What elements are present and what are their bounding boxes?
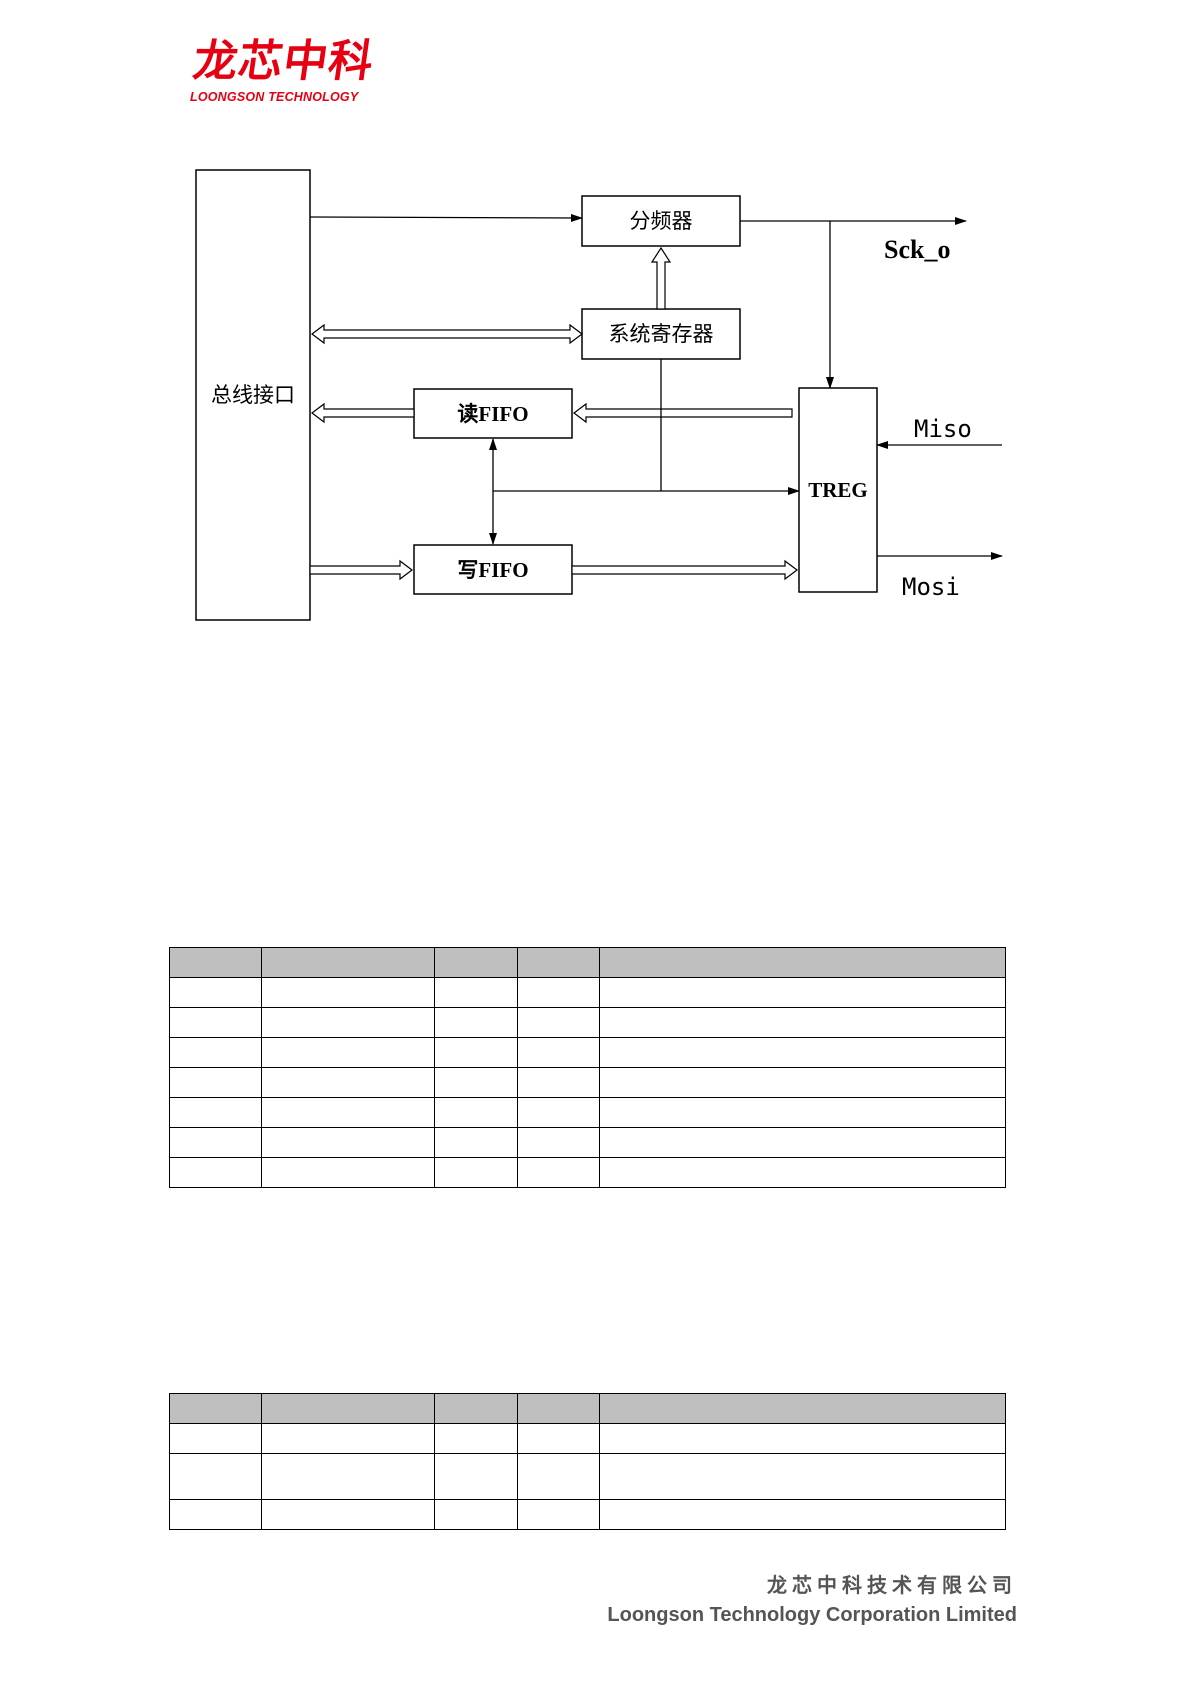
table-header-row [169,1393,1006,1424]
table-cell [261,1067,435,1098]
table-header-row [169,947,1006,978]
bus-interface-box [195,169,311,621]
table-cell [169,1067,262,1098]
table-cell [169,1423,262,1454]
writefifo-to-treg-hollow-arrow [571,559,798,581]
table-row [169,1037,1006,1068]
table-cell [169,1007,262,1038]
divider-label: 分频器 [630,209,693,233]
readfifo-to-bus-hollow-arrow [311,402,415,424]
table-cell [599,1423,1006,1454]
table-cell [261,1127,435,1158]
table-cell [517,1037,600,1068]
table-cell [434,1097,518,1128]
treg-label: TREG [808,478,868,502]
table-cell [434,1037,518,1068]
table-cell [434,977,518,1008]
table-cell [261,977,435,1008]
table-header-cell [169,1393,262,1424]
table-cell [517,1127,600,1158]
miso-label: Miso [914,415,972,443]
sysreg-to-divider-hollow-arrow [650,246,672,310]
table-cell [599,1097,1006,1128]
table-cell [169,1157,262,1188]
table-cell [517,1007,600,1038]
table-cell [261,1157,435,1188]
table-row [169,1157,1006,1188]
table-cell [434,1157,518,1188]
table-cell [599,977,1006,1008]
footer-company-en: Loongson Technology Corporation Limited [607,1604,1017,1626]
sck-o-label: Sck_o [884,235,950,264]
table-cell [599,1499,1006,1530]
table-cell [261,1423,435,1454]
table-cell [599,1067,1006,1098]
table-cell [169,977,262,1008]
table-cell [261,1007,435,1038]
table-cell [434,1067,518,1098]
table-cell [261,1097,435,1128]
table-cell [261,1453,435,1500]
table-cell [517,1097,600,1128]
table-header-cell [599,1393,1006,1424]
table-cell [169,1097,262,1128]
table-cell [169,1453,262,1500]
bus-sysreg-bidir-hollow-arrow [311,323,583,345]
table-cell [169,1127,262,1158]
table-cell [599,1157,1006,1188]
table-row [169,1423,1006,1454]
company-logo: 龙芯中科 LOONGSON TECHNOLOGY [190,36,400,106]
table-header-cell [434,947,518,978]
table-header-cell [261,1393,435,1424]
logo-english: LOONGSON TECHNOLOGY [190,90,359,104]
mosi-label: Mosi [902,573,960,601]
bus-interface-label: 总线接口 [211,383,295,407]
table-header-cell [517,1393,600,1424]
register-table-1 [169,947,1006,1188]
write-fifo-label: 写FIFO [457,558,528,582]
table-cell [517,1423,600,1454]
table-cell [599,1127,1006,1158]
table-cell [434,1453,518,1500]
read-fifo-label: 读FIFO [457,402,528,426]
table-cell [517,1453,600,1500]
table-cell [261,1499,435,1530]
page-footer: 龙芯中科技术有限公司 Loongson Technology Corporati… [607,1570,1017,1630]
table-header-cell [434,1393,518,1424]
sys-registers-label: 系统寄存器 [609,322,714,346]
spi-block-diagram: 总线接口 分频器 系统寄存器 读FIFO 写FIFO TREG Sck_o Mi… [195,169,1003,621]
table-cell [599,1037,1006,1068]
table-cell [517,1499,600,1530]
bus-to-divider-arrow [309,213,583,222]
table-header-cell [169,947,262,978]
table-cell [434,1127,518,1158]
table-header-cell [517,947,600,978]
table-cell [434,1423,518,1454]
table-cell [434,1499,518,1530]
table-row [169,1499,1006,1530]
table-row [169,1007,1006,1038]
table-cell [169,1499,262,1530]
table-cell [517,977,600,1008]
table-header-cell [599,947,1006,978]
table-row [169,1127,1006,1158]
table-cell [517,1157,600,1188]
bus-to-writefifo-hollow-arrow [309,559,413,581]
table-cell [434,1007,518,1038]
table-row [169,1097,1006,1128]
treg-to-readfifo-hollow-arrow [573,402,793,424]
table-cell [169,1037,262,1068]
table-cell [599,1007,1006,1038]
table-cell [599,1453,1006,1500]
table-cell [517,1067,600,1098]
table-row [169,977,1006,1008]
table-header-cell [261,947,435,978]
footer-company-cn: 龙芯中科技术有限公司 [767,1573,1017,1597]
table-cell [261,1037,435,1068]
register-table-2 [169,1393,1006,1530]
table-row [169,1453,1006,1500]
table-row [169,1067,1006,1098]
